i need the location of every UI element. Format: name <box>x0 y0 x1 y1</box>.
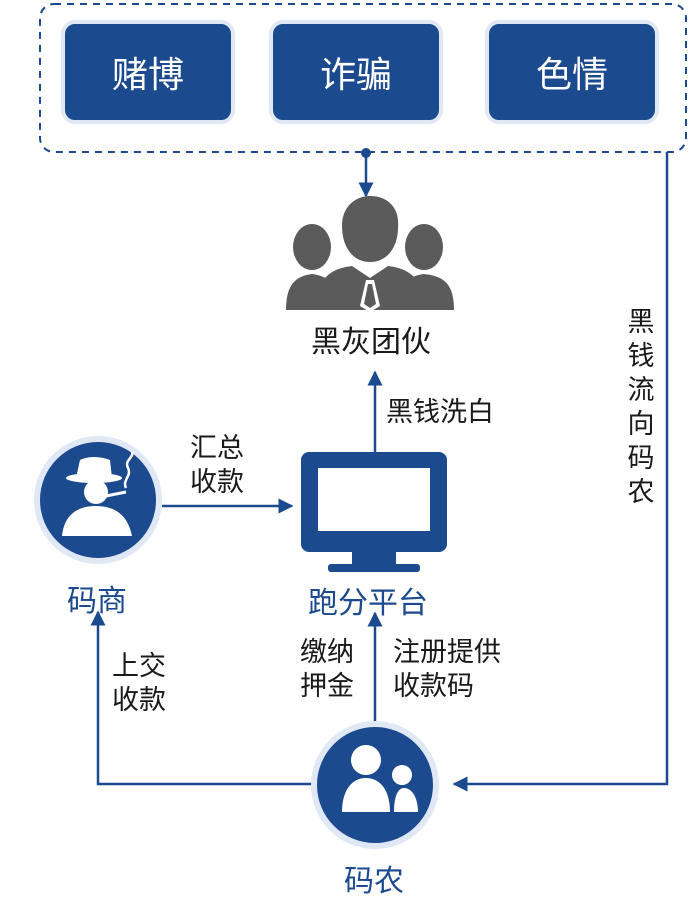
deposit-label: 缴纳 押金 <box>300 637 354 702</box>
category-fraud-label: 诈骗 <box>319 55 392 96</box>
merchant-label: 码商 <box>67 584 127 619</box>
hand-over-label: 上交 收款 <box>112 651 166 716</box>
category-fraud: 诈骗 <box>269 20 443 124</box>
merchant-spy-icon <box>34 436 162 564</box>
farmer-label: 码农 <box>344 864 404 899</box>
category-porn-label: 色情 <box>535 55 608 96</box>
category-porn: 色情 <box>485 20 659 124</box>
hand-over-arrow <box>90 610 318 786</box>
gang-group-icon <box>286 196 454 312</box>
platform-label: 跑分平台 <box>308 586 428 621</box>
farmer-people-icon <box>311 721 439 849</box>
category-gambling-label: 赌博 <box>111 55 184 96</box>
platform-monitor-icon <box>301 452 447 572</box>
gang-label: 黑灰团伙 <box>311 325 431 360</box>
register-label: 注册提供 收款码 <box>393 637 501 702</box>
dirty-money-flow-label: 黑钱流向码农 <box>627 307 655 508</box>
laundering-label: 黑钱洗白 <box>386 397 494 428</box>
collect-summary-label: 汇总 收款 <box>190 433 244 498</box>
category-gambling: 赌博 <box>61 20 235 124</box>
dirty-money-arrow <box>452 152 669 792</box>
